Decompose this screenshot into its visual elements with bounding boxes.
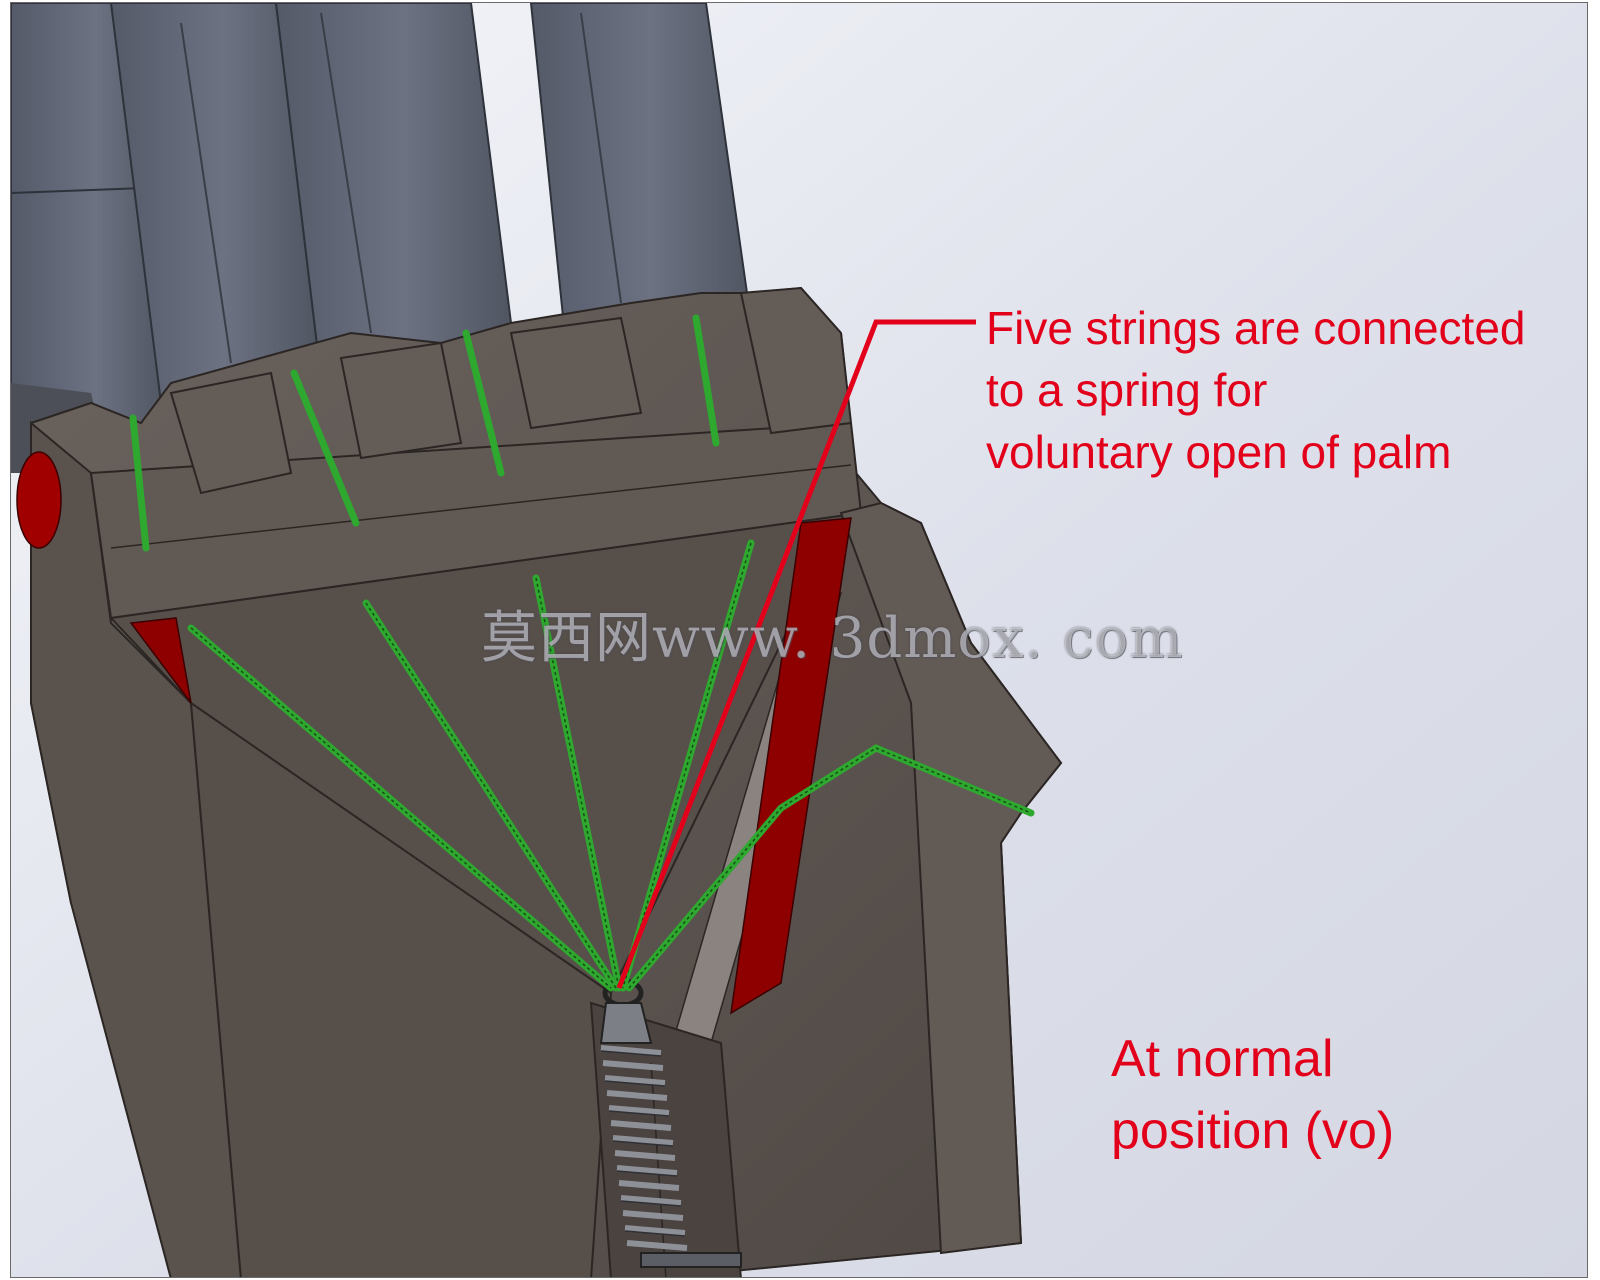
annotation-leader-line bbox=[616, 319, 976, 989]
position-annotation-line-1: At normal bbox=[1111, 1030, 1334, 1088]
string-5 bbox=[625, 744, 1035, 992]
strings-annotation-line-1: Five strings are connected bbox=[986, 302, 1526, 354]
position-annotation-line-2: position (vo) bbox=[1111, 1102, 1395, 1160]
knuckle-tabs bbox=[169, 286, 853, 495]
joint-inserts bbox=[16, 451, 852, 1015]
palm-right-panel bbox=[839, 501, 1063, 1255]
strings-annotation-line-2: to a spring for bbox=[986, 364, 1268, 416]
pivot-pin-icon bbox=[16, 451, 62, 549]
cad-viewport: 莫西网www. 3dmox. com Five strings are conn… bbox=[10, 2, 1588, 1278]
strings-annotation-line-3: voluntary open of palm bbox=[986, 426, 1452, 478]
strings-annotation: Five strings are connected to a spring f… bbox=[986, 297, 1526, 483]
watermark-text: 莫西网www. 3dmox. com bbox=[481, 606, 1184, 671]
tension-spring-icon bbox=[599, 978, 742, 1268]
prosthetic-hand-render bbox=[11, 3, 1587, 1277]
position-annotation: At normal position (vo) bbox=[1111, 1023, 1394, 1167]
